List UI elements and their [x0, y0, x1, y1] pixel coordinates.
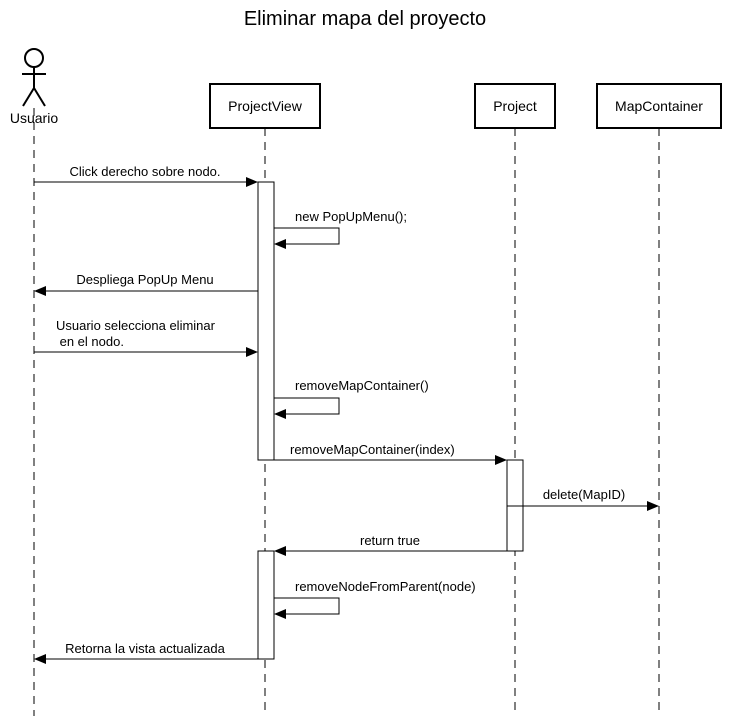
usuario-label: Usuario: [10, 110, 58, 126]
mapcontainer-box: [596, 83, 722, 129]
message-delete-arrowhead: [647, 501, 659, 511]
message-delete-label: delete(MapID): [543, 487, 625, 502]
message-removemapcontainer-index-arrowhead: [495, 455, 507, 465]
message-removemapcontainer-self-arrow: [274, 397, 340, 415]
diagram-title: Eliminar mapa del proyecto: [244, 8, 486, 30]
message-new-popupmenu-arrow: [274, 227, 340, 245]
message-selecciona-arrowhead: [246, 347, 258, 357]
message-return-true-label: return true: [360, 533, 420, 548]
projectview-activation-1: [257, 181, 275, 461]
message-despliega-arrowhead: [34, 286, 46, 296]
message-retorna-arrowhead: [34, 654, 46, 664]
actor-head: [24, 48, 44, 68]
actor-right-leg: [33, 87, 46, 107]
projectview-label: ProjectView: [228, 98, 303, 114]
message-removenodefromparent-arrow: [274, 597, 340, 615]
message-removemapcontainer-self-label: removeMapContainer(): [295, 378, 429, 393]
project-box: [474, 83, 556, 129]
project-label: Project: [493, 98, 537, 114]
message-removemapcontainer-index-label: removeMapContainer(index): [290, 442, 455, 457]
message-retorna-label: Retorna la vista actualizada: [65, 641, 225, 656]
message-despliega-label: Despliega PopUp Menu: [76, 272, 213, 287]
message-removemapcontainer-self-arrowhead: [274, 409, 286, 419]
message-new-popupmenu-arrowhead: [274, 239, 286, 249]
message-click-label: Click derecho sobre nodo.: [69, 164, 220, 179]
usuario-actor: [22, 48, 46, 107]
message-new-popupmenu-label: new PopUpMenu();: [295, 209, 407, 224]
message-removenodefromparent-arrowhead: [274, 609, 286, 619]
message-selecciona-label-line-1: Usuario selecciona eliminar: [56, 318, 216, 333]
message-selecciona-label-line-2: en el nodo.: [56, 334, 124, 349]
projectview-activation-2: [257, 550, 275, 660]
mapcontainer-label: MapContainer: [615, 98, 703, 114]
message-click-arrowhead: [246, 177, 258, 187]
projectview-box: [209, 83, 321, 129]
message-return-true-arrowhead: [274, 546, 286, 556]
actor-left-leg: [22, 87, 35, 107]
message-removenodefromparent-label: removeNodeFromParent(node): [295, 579, 476, 594]
